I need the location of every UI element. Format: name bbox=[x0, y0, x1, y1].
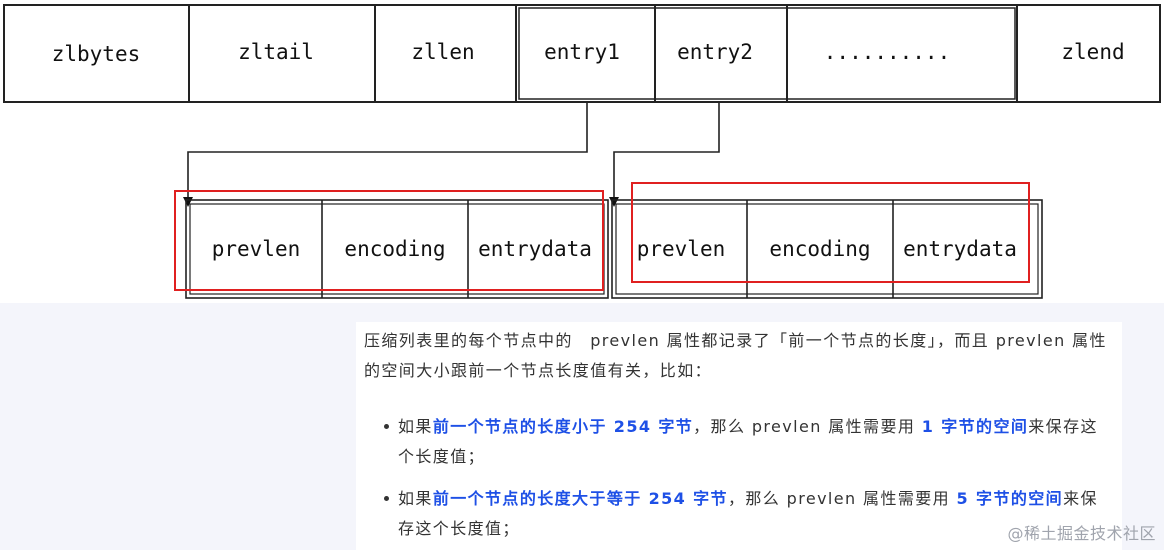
cell-ellipsis: .......... bbox=[824, 40, 950, 64]
bullet-middle: ，那么 prevlen 属性需要用 bbox=[727, 489, 957, 508]
ziplist-diagram-svg: zlbytes zltail zllen entry1 entry2 .....… bbox=[3, 4, 1161, 299]
list-item: 如果前一个节点的长度大于等于 254 字节，那么 prevlen 属性需要用 5… bbox=[364, 484, 1110, 544]
cell-zllen: zllen bbox=[411, 40, 474, 64]
list-item: 如果前一个节点的长度小于 254 字节，那么 prevlen 属性需要用 1 字… bbox=[364, 412, 1110, 472]
cell-zlbytes: zlbytes bbox=[52, 42, 141, 66]
bullet-prefix: 如果 bbox=[398, 489, 433, 508]
bullet-list: 如果前一个节点的长度小于 254 字节，那么 prevlen 属性需要用 1 字… bbox=[364, 412, 1110, 544]
left-prevlen-label: prevlen bbox=[212, 237, 301, 261]
left-entrydata-label: entrydata bbox=[478, 237, 592, 261]
annotation-box-right bbox=[631, 182, 1030, 283]
annotation-box-left bbox=[174, 190, 604, 291]
right-entrydata-label: entrydata bbox=[903, 237, 1017, 261]
bullet-dot-icon bbox=[384, 496, 389, 501]
right-prevlen-label: prevlen bbox=[637, 237, 726, 261]
entry-detail-right-outer bbox=[611, 199, 1043, 299]
bullet-dot-icon bbox=[384, 424, 389, 429]
bullet-suffix: 来保存这个长度值； bbox=[398, 417, 1098, 466]
entry-detail-left-outer bbox=[185, 199, 609, 299]
connector-entry1 bbox=[187, 102, 588, 200]
bullet-prefix: 如果 bbox=[398, 417, 433, 436]
article-text-panel: 压缩列表里的每个节点中的 prevlen 属性都记录了「前一个节点的长度」，而且… bbox=[356, 322, 1122, 550]
bullet-highlight: 前一个节点的长度大于等于 254 字节 bbox=[432, 489, 728, 508]
ziplist-outer-box bbox=[3, 4, 1161, 103]
bullet-highlight: 1 字节的空间 bbox=[921, 417, 1029, 436]
bullet-middle: ，那么 prevlen 属性需要用 bbox=[693, 417, 922, 436]
right-encoding-label: encoding bbox=[769, 237, 870, 261]
ziplist-diagram: zlbytes zltail zllen entry1 entry2 .....… bbox=[0, 0, 1164, 303]
arrow-head-right bbox=[609, 197, 619, 207]
entries-inner-box bbox=[518, 7, 1016, 100]
cell-zlend: zlend bbox=[1061, 40, 1124, 64]
connector-entry2 bbox=[613, 102, 720, 200]
left-encoding-label: encoding bbox=[344, 237, 445, 261]
bullet-highlight: 前一个节点的长度小于 254 字节 bbox=[432, 417, 694, 436]
cell-zltail: zltail bbox=[238, 40, 314, 64]
arrow-head-left bbox=[183, 197, 193, 207]
entry-detail-right-inner bbox=[615, 203, 1039, 295]
watermark: @稀土掘金技术社区 bbox=[1007, 524, 1156, 543]
intro-paragraph: 压缩列表里的每个节点中的 prevlen 属性都记录了「前一个节点的长度」，而且… bbox=[364, 331, 1107, 380]
cell-entry1: entry1 bbox=[544, 40, 620, 64]
cell-entry2: entry2 bbox=[677, 40, 753, 64]
bullet-suffix: 来保存这个长度值； bbox=[398, 489, 1098, 538]
bullet-highlight: 5 字节的空间 bbox=[956, 489, 1064, 508]
